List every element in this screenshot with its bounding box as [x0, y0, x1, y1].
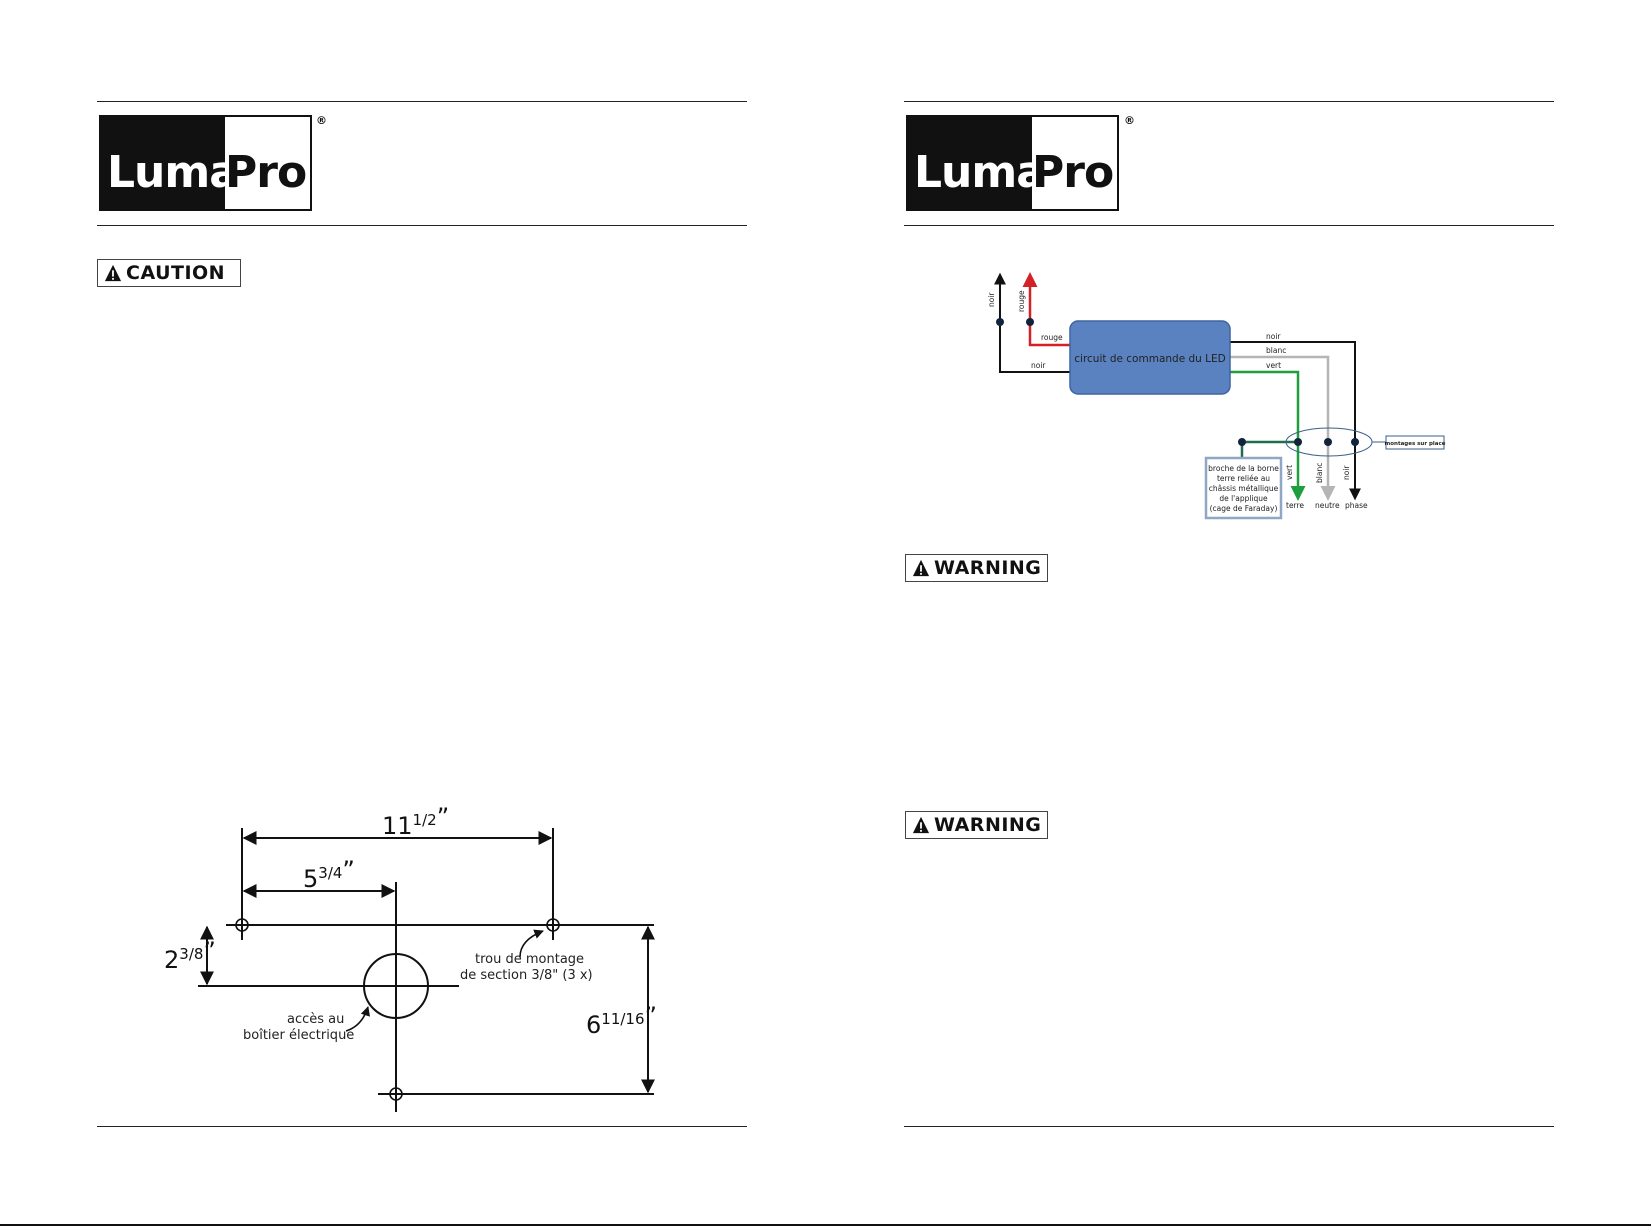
terminal-label-phase: phase	[1345, 501, 1368, 510]
wire-label-noir-right: noir	[1266, 332, 1281, 341]
warning-label: WARNING	[934, 814, 1042, 836]
junction-dot	[1324, 438, 1332, 446]
wire-black-out	[994, 272, 1070, 373]
warning-label: WARNING	[934, 557, 1042, 579]
junction-dot	[1351, 438, 1359, 446]
wire-label-noir-left: noir	[1031, 361, 1046, 370]
wire-white-in	[1228, 355, 1336, 501]
logo-text-luma: Luma	[107, 147, 239, 198]
warning-triangle-icon	[104, 264, 122, 282]
junction-dot	[1294, 438, 1302, 446]
field-connections-box	[1385, 435, 1445, 450]
caution-badge: CAUTION	[97, 259, 241, 287]
mounting-hole-bottom	[388, 1086, 404, 1102]
top-rule	[904, 101, 1554, 102]
box-access-leader	[345, 1006, 370, 1032]
dim-height-total: 611/16”	[586, 1002, 657, 1039]
top-rule	[97, 101, 747, 102]
wire-label-rouge: rouge	[1041, 333, 1063, 342]
warning-triangle-icon	[912, 559, 930, 577]
logo-text-pro: Pro	[225, 147, 307, 198]
ground-box-line: broche de la borne	[1208, 464, 1279, 473]
bottom-edge	[0, 1224, 1651, 1226]
terminal-label-terre: terre	[1286, 501, 1304, 510]
box-access-label-1: accès au	[287, 1012, 344, 1027]
dim-width-total: 111/2”	[382, 803, 449, 840]
right-page: Luma Pro ® circuit de commande du LED	[808, 0, 1633, 1226]
header-rule	[904, 225, 1554, 226]
registered-mark: ®	[316, 114, 327, 127]
wire-label-vert-down: vert	[1285, 465, 1294, 480]
mount-hole-label-1: trou de montage	[475, 952, 584, 967]
registered-mark: ®	[1124, 114, 1135, 127]
left-page: Luma Pro ® CAUTION	[0, 0, 825, 1226]
warning-triangle-icon	[912, 816, 930, 834]
mount-hole-label-2: de section 3/8" (3 x)	[460, 968, 593, 983]
wire-label-noir-vertical: noir	[987, 292, 996, 307]
footer-rule	[97, 1126, 747, 1127]
wire-label-noir-down: noir	[1342, 465, 1351, 480]
lumapro-logo: Luma Pro	[99, 115, 312, 211]
wire-label-vert: vert	[1266, 361, 1281, 370]
wire-red-out	[1022, 272, 1070, 347]
ground-box-line: (cage de Faraday)	[1210, 504, 1278, 513]
ground-box-line: terre reliée au	[1217, 474, 1270, 483]
ground-box-line: châssis métallique	[1209, 484, 1279, 493]
terminal-label-neutre: neutre	[1315, 501, 1340, 510]
ground-box-line: de l'applique	[1219, 494, 1268, 503]
junction-dot	[996, 318, 1004, 326]
field-connections-label: montages sur place	[1385, 441, 1446, 447]
warning-badge-2: WARNING	[905, 811, 1048, 839]
lumapro-logo: Luma Pro	[906, 115, 1119, 211]
wire-label-blanc-down: blanc	[1315, 463, 1324, 483]
wire-green-in	[1228, 370, 1306, 501]
logo-text-pro: Pro	[1032, 147, 1114, 198]
box-access-label-2: boîtier électrique	[243, 1028, 354, 1043]
mounting-template-drawing: 111/2” 53/4” 23/8” 611/16” trou de monta…	[164, 803, 657, 1112]
dim-height-small: 23/8”	[164, 937, 216, 974]
wire-label-blanc: blanc	[1266, 346, 1286, 355]
wiring-diagram: circuit de commande du LED montages sur …	[987, 272, 1446, 520]
warning-badge-1: WARNING	[905, 554, 1048, 582]
header-rule	[97, 225, 747, 226]
junction-dot	[1238, 438, 1246, 446]
junction-dot	[1026, 318, 1034, 326]
wire-ground-tie	[1240, 440, 1298, 458]
footer-rule	[904, 1126, 1554, 1127]
logo-text-luma: Luma	[914, 147, 1046, 198]
led-circuit-box	[1069, 320, 1231, 395]
ground-box	[1204, 456, 1283, 520]
wire-label-rouge-vertical: rouge	[1017, 290, 1026, 312]
mounting-hole-left	[234, 917, 250, 933]
caution-label: CAUTION	[126, 262, 226, 284]
mounting-hole-right	[545, 917, 561, 933]
led-circuit-label: circuit de commande du LED	[1074, 353, 1225, 365]
dim-width-half: 53/4”	[303, 856, 355, 893]
mount-hole-leader	[519, 929, 544, 958]
